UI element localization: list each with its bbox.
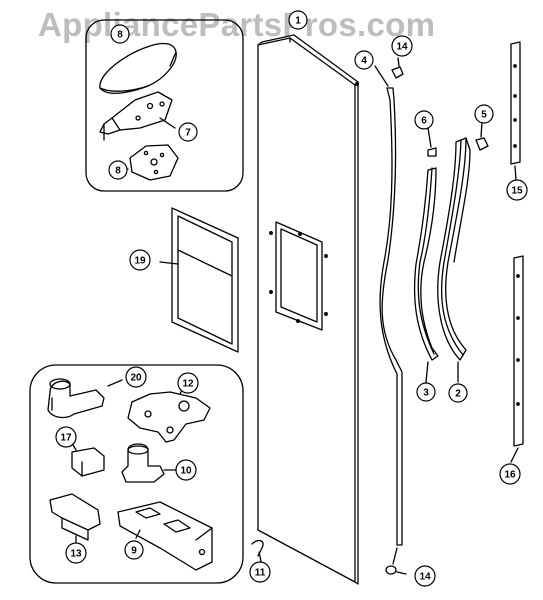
- callout-5: 5: [474, 104, 494, 124]
- bracket-part-16: [513, 255, 524, 447]
- callout-6-circle: [414, 110, 434, 130]
- callout-10: 10: [175, 459, 197, 481]
- callout-14b: 14: [414, 565, 436, 587]
- callout-12-circle: [177, 372, 199, 394]
- bottom-hinge-plate-part-9: [117, 501, 213, 571]
- callout-13-label: 13: [70, 549, 82, 560]
- callout-1-label: 1: [295, 16, 301, 27]
- callout-2-label: 2: [455, 389, 461, 400]
- callout-19-label: 19: [134, 256, 146, 267]
- callout-15-circle: [506, 179, 528, 201]
- callout-6: 6: [414, 110, 434, 130]
- callout-9-label: 9: [131, 546, 137, 557]
- callout-16-circle: [499, 463, 521, 485]
- callout-17-label: 17: [60, 433, 72, 444]
- hinge-cover-part: [99, 42, 177, 94]
- callout-9: 9: [124, 540, 144, 560]
- callout-20: 20: [125, 366, 147, 388]
- callout-7-circle: [178, 122, 198, 142]
- hinge-cover-part-13: [49, 493, 101, 531]
- hinge-bracket-part-20: [47, 380, 105, 419]
- callout-15: 15: [506, 179, 528, 201]
- callout-17: 17: [55, 426, 77, 448]
- callout-14a-circle: [391, 35, 413, 57]
- callout-13: 13: [65, 542, 87, 564]
- callout-1: 1: [288, 10, 308, 30]
- dispenser-frame-part: [171, 207, 239, 353]
- clip-part-17: [71, 447, 105, 477]
- callout-19-circle: [129, 249, 151, 271]
- screw-part-6: [427, 147, 437, 157]
- door-gasket-part: [379, 87, 403, 546]
- bottom-spacer-part: [251, 539, 264, 557]
- callout-5-label: 5: [481, 110, 487, 121]
- callout-13-circle: [65, 542, 87, 564]
- callout-8a-circle: [110, 24, 130, 44]
- callout-3: 3: [416, 382, 436, 402]
- callout-4: 4: [354, 50, 374, 70]
- callout-3-circle: [416, 382, 436, 402]
- callout-14a-label: 14: [396, 42, 408, 53]
- callout-14b-label: 14: [419, 572, 431, 583]
- callout-11-circle: [249, 561, 271, 583]
- callout-8b: 8: [108, 160, 128, 180]
- callout-3-label: 3: [423, 388, 429, 399]
- callout-12-label: 12: [182, 379, 194, 390]
- callout-2-circle: [448, 383, 468, 403]
- callout-8a: 8: [110, 24, 130, 44]
- callout-14a: 14: [391, 35, 413, 57]
- breaker-strip-part: [413, 167, 439, 361]
- callout-19: 19: [129, 249, 151, 271]
- callout-20-label: 20: [130, 373, 142, 384]
- callout-10-label: 10: [180, 466, 192, 477]
- callout-17-circle: [55, 426, 77, 448]
- refrigerator-door: [257, 37, 356, 583]
- clip-part-5: [475, 137, 489, 151]
- callout-2: 2: [448, 383, 468, 403]
- callout-9-circle: [124, 540, 144, 560]
- bottom-hinge-inset-box: [29, 364, 244, 584]
- callout-4-circle: [354, 50, 374, 70]
- hinge-plate-part: [111, 91, 173, 131]
- callout-8b-label: 8: [115, 166, 121, 177]
- callout-11: 11: [249, 561, 271, 583]
- callout-5-circle: [474, 104, 494, 124]
- callout-4-label: 4: [361, 56, 367, 67]
- handle-trim-part: [437, 137, 467, 361]
- callout-10-circle: [175, 459, 197, 481]
- callout-16-label: 16: [504, 470, 516, 481]
- hinge-plate-part-12: [127, 391, 211, 443]
- screw-top-part: [391, 66, 404, 79]
- callout-11-label: 11: [255, 568, 266, 579]
- callout-15-label: 15: [511, 186, 523, 197]
- callout-14b-circle: [414, 565, 436, 587]
- callout-8a-label: 8: [117, 30, 123, 41]
- callout-1-circle: [288, 10, 308, 30]
- hinge-parts-inset-box: [85, 19, 244, 192]
- dispenser-opening: [275, 221, 323, 331]
- callout-7-label: 7: [185, 128, 191, 139]
- callout-12: 12: [177, 372, 199, 394]
- bracket-part-15: [510, 41, 521, 165]
- callout-16: 16: [499, 463, 521, 485]
- callout-7: 7: [178, 122, 198, 142]
- hinge-shim-part: [129, 144, 179, 181]
- callout-6-label: 6: [421, 116, 427, 127]
- callout-20-circle: [125, 366, 147, 388]
- callout-8b-circle: [108, 160, 128, 180]
- screw-bottom-part: [385, 565, 397, 575]
